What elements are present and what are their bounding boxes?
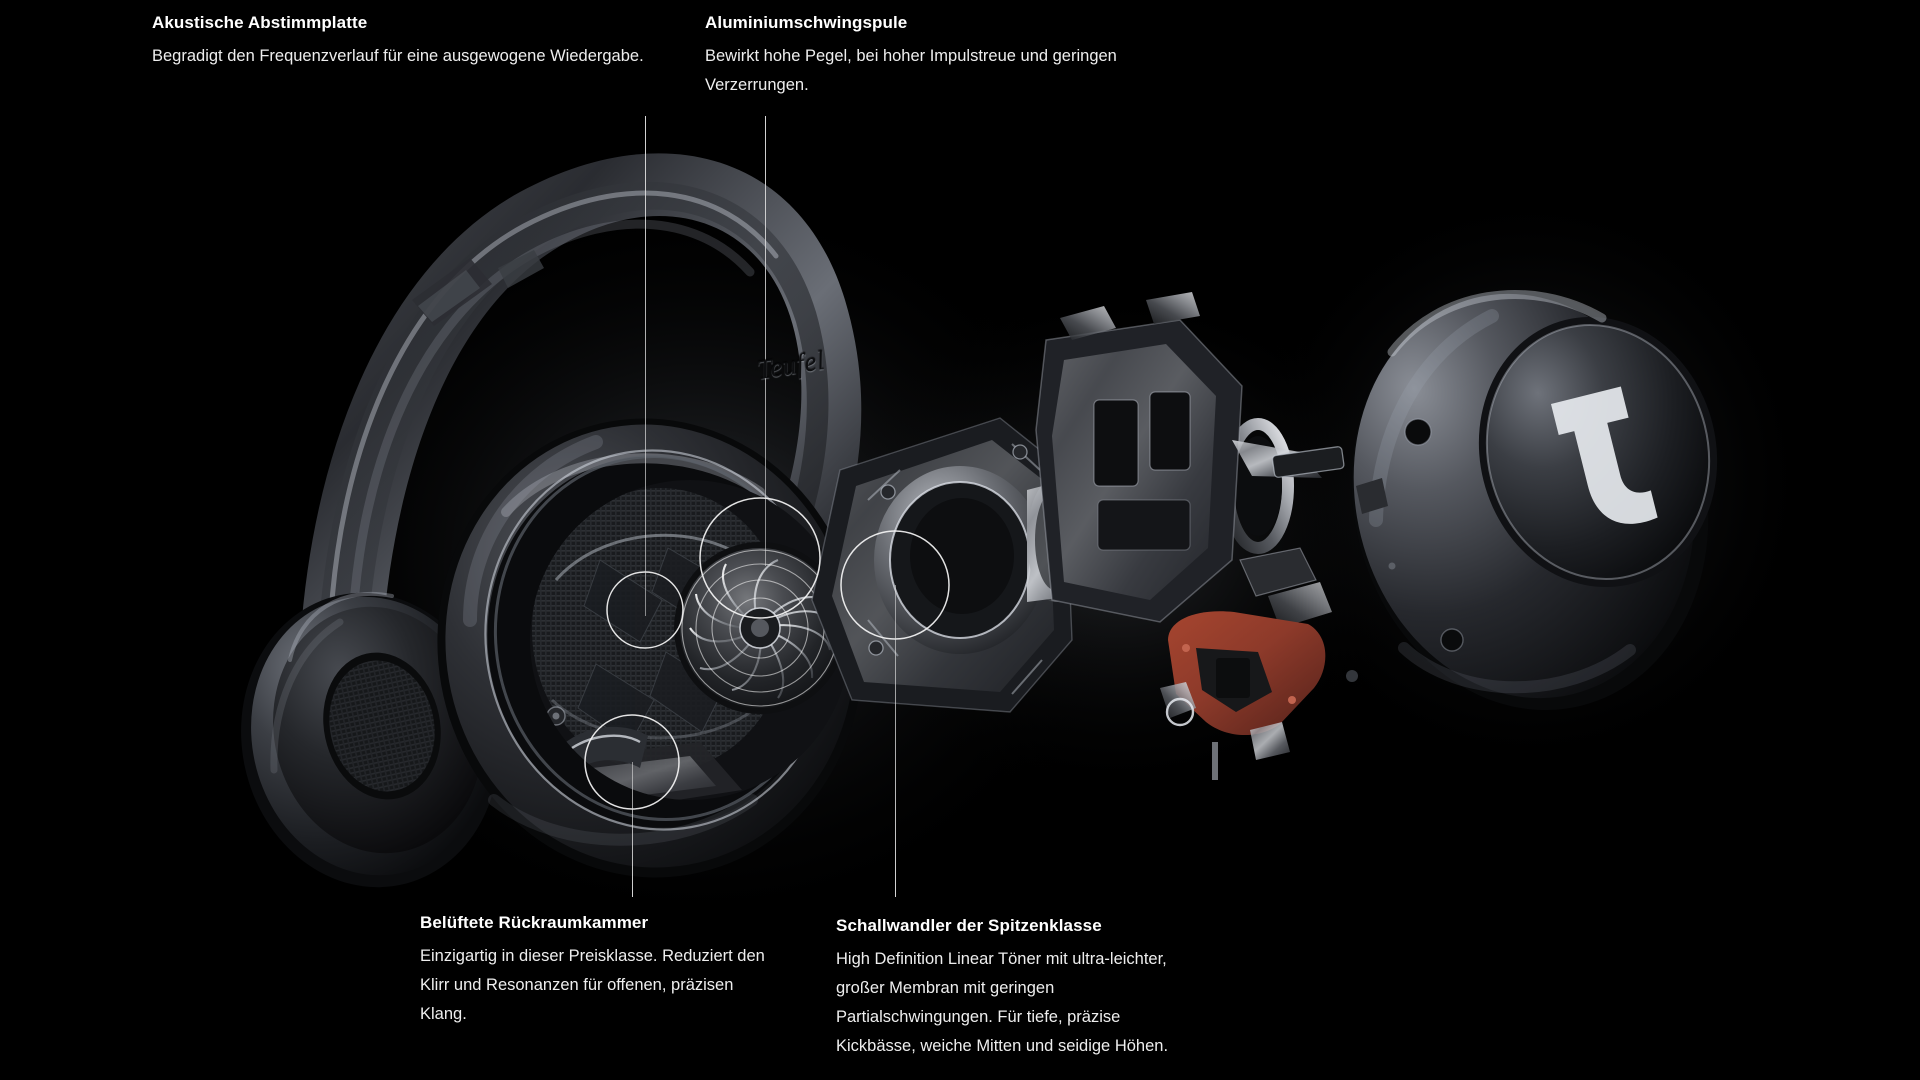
- callout-body-line: Bewirkt hohe Pegel, bei hoher Impulstreu…: [705, 47, 1117, 66]
- callout-body: Begradigt den Frequenzverlauf für eine a…: [152, 42, 692, 71]
- callout-title: Schallwandler der Spitzenklasse: [836, 916, 1102, 935]
- callout-title: Belüftete Rückraumkammer: [420, 913, 649, 932]
- outer-shell: [1346, 289, 1718, 711]
- callout-tuning-plate: Akustische Abstimmplatte Begradigt den F…: [152, 12, 692, 71]
- callout-body-line: Klirr und Resonanzen für offenen, präzis…: [420, 976, 734, 995]
- callout-body: Bewirkt hohe Pegel, bei hoher Impulstreu…: [705, 42, 1175, 100]
- leader-line-voice-coil: [765, 116, 766, 566]
- teufel-t-logo: [1550, 386, 1658, 524]
- chassis-bracket: [1035, 292, 1345, 628]
- callout-body-line: Einzigartig in dieser Preisklasse. Reduz…: [420, 947, 765, 966]
- callout-title: Aluminiumschwingspule: [705, 13, 908, 32]
- callout-body-line: Kickbässe, weiche Mitten und seidige Höh…: [836, 1036, 1169, 1055]
- leader-line-tuning-plate: [645, 116, 646, 616]
- callout-body: Einzigartig in dieser Preisklasse. Reduz…: [420, 942, 820, 1029]
- callout-body-line: Begradigt den Frequenzverlauf für eine a…: [152, 47, 644, 66]
- callout-body: High Definition Linear Töner mit ultra-l…: [836, 945, 1236, 1061]
- left-earcup: [241, 591, 499, 888]
- callout-voice-coil: Aluminiumschwingspule Bewirkt hohe Pegel…: [705, 12, 1175, 100]
- callout-body-line: High Definition Linear Töner mit ultra-l…: [836, 950, 1167, 969]
- ring-voice-coil: [699, 497, 821, 619]
- callout-title: Akustische Abstimmplatte: [152, 13, 368, 32]
- callout-body-line: Partialschwingungen. Für tiefe, präzise: [836, 1008, 1121, 1026]
- callout-body-line: Klang.: [420, 1005, 467, 1023]
- leader-line-rear-chamber: [632, 762, 633, 897]
- callout-body-line: Verzerrungen.: [705, 76, 809, 95]
- leader-line-transducer: [895, 585, 896, 897]
- callout-rear-chamber: Belüftete Rückraumkammer Einzigartig in …: [420, 912, 820, 1029]
- callout-transducer: Schallwandler der Spitzenklasse High Def…: [836, 915, 1236, 1061]
- flex-pcb: [1160, 611, 1326, 780]
- callout-body-line: großer Membran mit geringen: [836, 979, 1055, 998]
